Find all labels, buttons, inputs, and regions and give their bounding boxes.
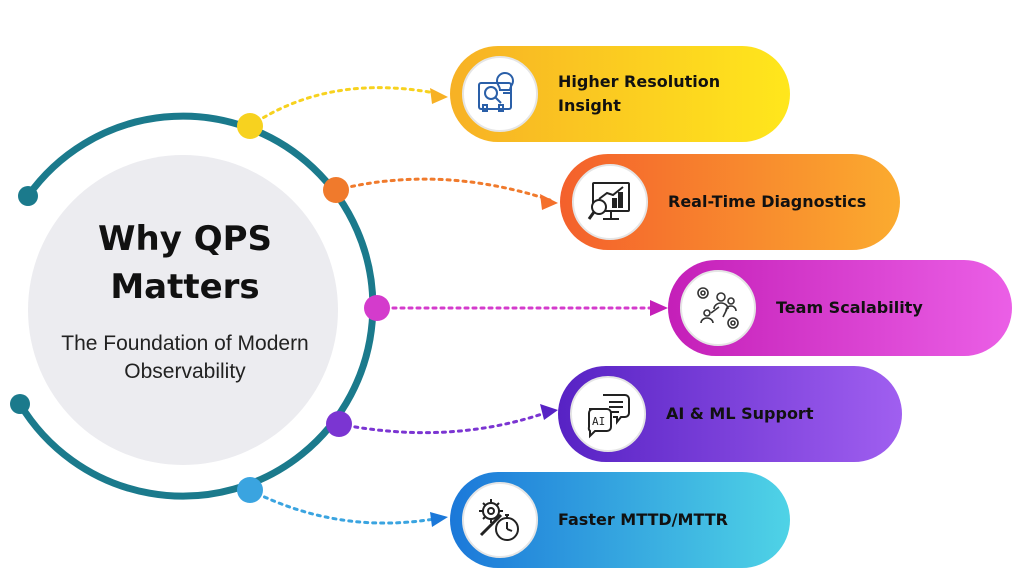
card-label: Faster MTTD/MTTR	[558, 510, 728, 529]
gear-stopwatch-icon	[462, 482, 538, 558]
connector-2-arrow	[540, 194, 558, 210]
diagram-subtitle: The Foundation of Modern Observability	[61, 332, 309, 383]
connector-2	[334, 177, 552, 202]
card-faster-mttd-mttr: Faster MTTD/MTTR	[450, 472, 790, 568]
card-ai-ml-support: AI AI & ML Support	[558, 366, 902, 462]
ring-dot-4	[326, 411, 352, 437]
connector-1-arrow	[430, 88, 448, 104]
svg-text:AI: AI	[592, 415, 605, 428]
card-label: Higher Resolution Insight	[558, 72, 721, 115]
connector-5-arrow	[430, 512, 448, 527]
diagram-title: Why QPS Matters	[97, 219, 273, 307]
ring-dot-3	[364, 295, 390, 321]
card-label: Team Scalability	[776, 298, 923, 317]
card-team-scalability: Team Scalability	[668, 260, 1012, 356]
team-network-icon	[680, 270, 756, 346]
ring-dot-5	[237, 477, 263, 503]
ring-dot-1	[237, 113, 263, 139]
connector-3-arrow	[650, 300, 668, 316]
card-label: Real-Time Diagnostics	[668, 192, 867, 211]
card-real-time-diagnostics: Real-Time Diagnostics	[560, 154, 900, 250]
ring-end-top	[18, 186, 38, 206]
analytics-lightbulb-icon	[462, 56, 538, 132]
chart-magnifier-icon	[572, 164, 648, 240]
ai-chat-icon: AI	[570, 376, 646, 452]
connector-4	[337, 410, 550, 435]
center-circle	[28, 155, 338, 465]
card-higher-resolution-insight: Higher Resolution Insight	[450, 46, 790, 142]
connector-4-arrow	[540, 404, 558, 420]
connector-1	[248, 86, 442, 128]
ring-dot-2	[323, 177, 349, 203]
card-label: AI & ML Support	[666, 404, 814, 423]
ring-end-bottom	[10, 394, 30, 414]
connector-5	[248, 488, 442, 525]
